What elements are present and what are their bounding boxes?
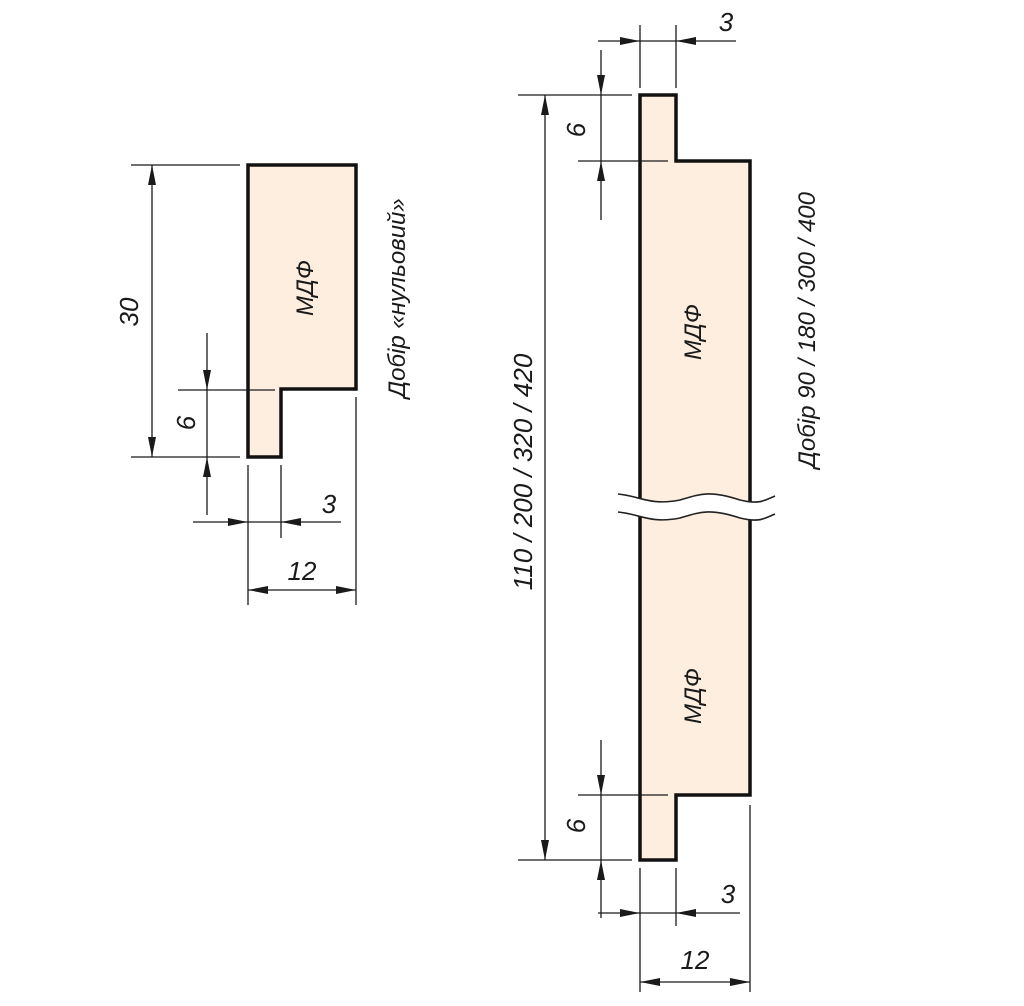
left-profile-title: Добір «нульовий»	[384, 198, 411, 400]
left-dim-height: 30	[114, 164, 240, 458]
left-dim-tongue-height: 6	[171, 333, 275, 515]
right-top-tongue-height-value: 6	[561, 122, 591, 137]
left-material-label: МДФ	[292, 260, 319, 316]
right-profile-shape	[638, 93, 752, 862]
right-top-tongue-width-value: 3	[719, 7, 734, 37]
right-dim-width: 12	[640, 805, 751, 992]
right-width-value: 12	[681, 945, 710, 975]
right-dim-bottom-tongue-height: 6	[561, 740, 668, 918]
right-dim-height: 110 / 200 / 320 / 420	[508, 94, 632, 861]
right-dim-bottom-tongue-width: 3	[598, 868, 740, 992]
break-line	[617, 493, 776, 521]
left-dim-width: 12	[248, 397, 357, 605]
left-width-value: 12	[288, 556, 317, 586]
right-bottom-tongue-height-value: 6	[561, 818, 591, 833]
left-profile-shape	[246, 163, 358, 459]
right-profile: МДФ МДФ Добір 90 / 180 / 300 / 400 110 /…	[508, 7, 821, 992]
right-material-label-bottom: МДФ	[680, 668, 707, 724]
right-bottom-tongue-width-value: 3	[721, 879, 736, 909]
right-material-label-top: МДФ	[680, 304, 707, 360]
left-height-value: 30	[114, 297, 144, 326]
left-profile: МДФ Добір «нульовий» 30 6 3	[114, 163, 411, 605]
right-profile-title: Добір 90 / 180 / 300 / 400	[794, 191, 821, 471]
left-tongue-width-value: 3	[322, 489, 337, 519]
left-dim-tongue-width: 3	[193, 465, 341, 605]
right-height-value: 110 / 200 / 320 / 420	[508, 353, 538, 590]
right-dim-top-tongue-width: 3	[598, 7, 736, 88]
right-dim-top-tongue-height: 6	[561, 50, 668, 220]
left-tongue-height-value: 6	[171, 415, 201, 430]
